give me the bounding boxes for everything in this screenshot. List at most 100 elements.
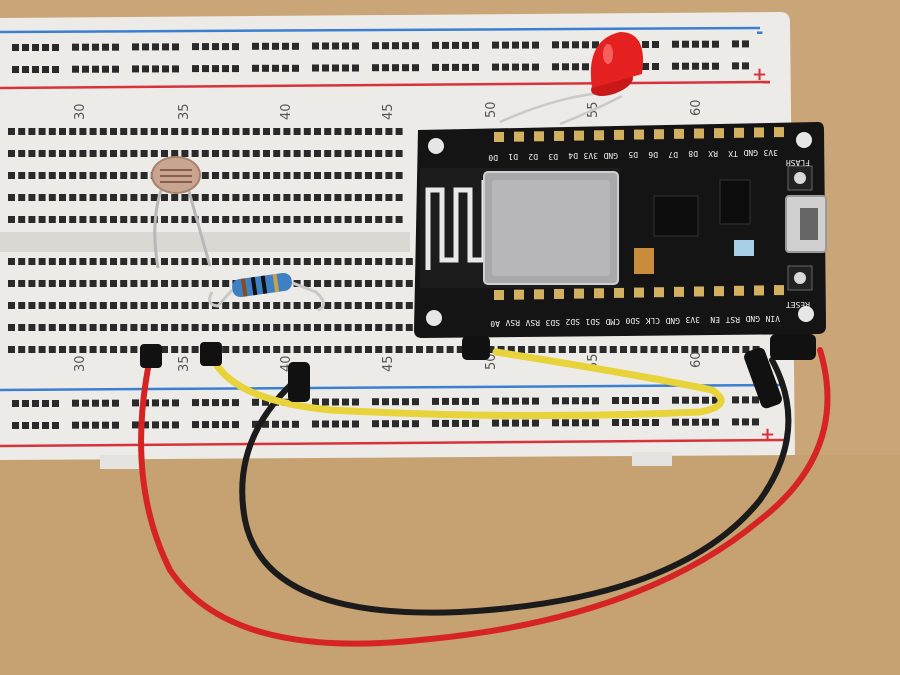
breadboard-hole bbox=[312, 42, 319, 50]
breadboard: - + + 30 35 40 45 50 55 60 30 35 40 45 5… bbox=[0, 12, 795, 469]
breadboard-hole bbox=[201, 280, 209, 287]
breadboard-hole bbox=[130, 128, 138, 135]
header-pin bbox=[734, 285, 744, 296]
breadboard-hole bbox=[642, 63, 649, 70]
breadboard-hole bbox=[18, 150, 26, 157]
breadboard-hole bbox=[312, 64, 319, 72]
led-leg bbox=[559, 94, 623, 126]
red-led bbox=[499, 32, 644, 126]
breadboard-hole bbox=[342, 398, 349, 406]
breadboard-hole bbox=[282, 420, 289, 428]
breadboard-hole bbox=[140, 172, 148, 179]
pin-label: RSV bbox=[505, 318, 520, 327]
led-highlight bbox=[603, 44, 613, 64]
breadboard-hole bbox=[212, 216, 219, 223]
breadboard-hole bbox=[385, 302, 393, 309]
breadboard-hole bbox=[79, 194, 87, 201]
breadboard-hole bbox=[191, 216, 199, 223]
top-rail-minus-sign: - bbox=[756, 22, 763, 43]
breadboard-hole bbox=[652, 397, 659, 404]
breadboard-hole bbox=[212, 172, 219, 179]
breadboard-hole bbox=[132, 399, 139, 407]
breadboard-hole bbox=[162, 65, 169, 73]
breadboard-hole bbox=[385, 324, 393, 331]
breadboard-hole bbox=[69, 128, 77, 135]
breadboard-hole bbox=[314, 128, 321, 135]
column-number: 40 bbox=[279, 103, 294, 120]
breadboard-hole bbox=[48, 346, 56, 353]
breadboard-hole bbox=[59, 150, 66, 157]
breadboard-hole bbox=[79, 128, 87, 135]
breadboard-hole bbox=[492, 41, 499, 49]
breadboard-hole bbox=[365, 280, 372, 287]
breadboard-hole bbox=[334, 302, 342, 309]
breadboard-hole bbox=[507, 346, 515, 353]
breadboard-hole bbox=[334, 258, 342, 265]
breadboard-hole bbox=[303, 194, 311, 201]
breadboard-hole bbox=[132, 43, 139, 51]
led-dome bbox=[590, 32, 644, 88]
breadboard-hole bbox=[242, 172, 250, 179]
breadboard-hole bbox=[99, 128, 107, 135]
breadboard-hole bbox=[192, 43, 199, 51]
breadboard-hole bbox=[452, 397, 459, 405]
breadboard-hole bbox=[352, 42, 359, 50]
breadboard-hole bbox=[332, 420, 339, 428]
breadboard-hole bbox=[120, 216, 128, 223]
breadboard-hole bbox=[102, 43, 109, 51]
breadboard-hole bbox=[18, 128, 26, 135]
breadboard-hole bbox=[69, 346, 77, 353]
breadboard-hole bbox=[232, 150, 240, 157]
header-pin bbox=[694, 128, 704, 139]
breadboard-hole bbox=[140, 194, 148, 201]
pin-label: D0 bbox=[488, 153, 498, 162]
breadboard-hole bbox=[222, 421, 229, 429]
breadboard-hole bbox=[691, 346, 699, 353]
breadboard-hole bbox=[263, 216, 270, 223]
breadboard-hole bbox=[522, 397, 529, 405]
header-pin bbox=[714, 286, 724, 297]
breadboard-hole bbox=[222, 346, 230, 353]
breadboard-hole bbox=[354, 150, 362, 157]
header-pin bbox=[654, 129, 664, 140]
breadboard-hole bbox=[518, 346, 525, 353]
breadboard-hole bbox=[352, 420, 359, 428]
breadboard-hole bbox=[354, 302, 362, 309]
breadboard-hole bbox=[82, 421, 89, 429]
breadboard-hole bbox=[202, 399, 209, 407]
breadboard-hole bbox=[252, 302, 260, 309]
breadboard-hole bbox=[487, 346, 495, 353]
breadboard-hole bbox=[365, 216, 372, 223]
breadboard-hole bbox=[102, 421, 109, 429]
breadboard-hole bbox=[242, 194, 250, 201]
header-pin bbox=[714, 128, 724, 139]
breadboard-hole bbox=[48, 150, 56, 157]
breadboard-hole bbox=[152, 43, 159, 51]
breadboard-hole bbox=[161, 194, 168, 201]
breadboard-hole bbox=[732, 346, 740, 353]
breadboard-hole bbox=[79, 172, 87, 179]
voltage-regulator bbox=[719, 179, 751, 225]
breadboard-hole bbox=[375, 258, 383, 265]
breadboard-hole bbox=[82, 43, 89, 51]
breadboard-hole bbox=[89, 258, 97, 265]
bottom-pin-labels: VIN GND RST EN 3V3 GND CLK SD0 CMD SD1 S… bbox=[490, 314, 780, 328]
column-number: 35 bbox=[177, 355, 192, 372]
breadboard-hole bbox=[712, 418, 719, 426]
breadboard-hole bbox=[702, 418, 709, 426]
pin-label: D2 bbox=[528, 152, 538, 161]
breadboard-hole bbox=[456, 346, 464, 353]
breadboard-hole bbox=[99, 346, 107, 353]
breadboard-hole bbox=[375, 194, 383, 201]
header-pin bbox=[554, 130, 564, 141]
breadboard-hole bbox=[252, 398, 259, 406]
breadboard-hole bbox=[462, 63, 469, 71]
breadboard-hole bbox=[38, 216, 46, 223]
breadboard-hole bbox=[332, 398, 339, 406]
breadboard-hole bbox=[48, 280, 56, 287]
breadboard-hole bbox=[442, 63, 449, 71]
breadboard-hole bbox=[334, 216, 342, 223]
breadboard-hole bbox=[522, 63, 529, 71]
breadboard-hole bbox=[79, 150, 87, 157]
